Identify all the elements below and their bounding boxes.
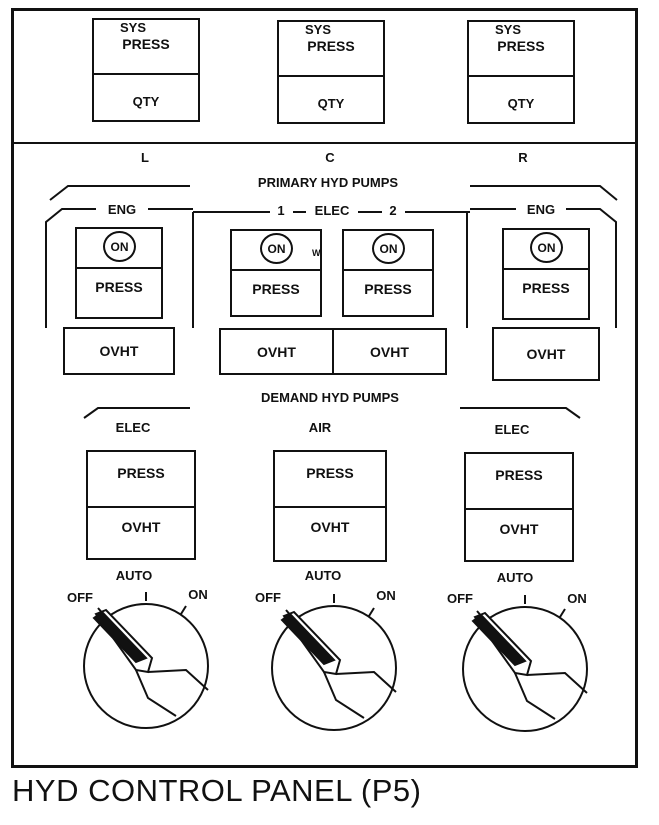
- eng-label-left: ENG: [107, 202, 137, 217]
- ovht-light: OVHT: [121, 519, 161, 535]
- on-indicator: ON: [260, 233, 293, 264]
- knob-center-on: ON: [376, 588, 396, 603]
- primary-bracket-lines: [45, 185, 618, 328]
- press-light: PRESS: [252, 281, 300, 297]
- primary-pumps-title: PRIMARY HYD PUMPS: [257, 175, 399, 190]
- elec-label-primary: ELEC: [314, 203, 350, 218]
- elec-number-1: 1: [277, 203, 285, 218]
- sys-press-label: PRESS: [307, 38, 355, 54]
- knob-left-off: OFF: [67, 590, 93, 605]
- panel-caption: HYD CONTROL PANEL (P5): [12, 773, 422, 808]
- ovht-light-elec-1: OVHT: [219, 328, 334, 375]
- on-indicator: ON: [530, 232, 563, 263]
- sys-indicator-right: SYS PRESS QTY: [467, 20, 575, 124]
- selector-knob-center[interactable]: [264, 590, 404, 731]
- selector-knob-left[interactable]: [76, 588, 216, 729]
- demand-pump-center-lights: PRESS OVHT: [273, 450, 387, 562]
- elec-pump-2-switch[interactable]: ON PRESS: [342, 229, 434, 317]
- ovht-light: OVHT: [310, 519, 350, 535]
- eng-pump-left-switch[interactable]: ON PRESS: [75, 227, 163, 319]
- sys-qty-label: QTY: [317, 96, 345, 111]
- on-indicator: ON: [372, 233, 405, 264]
- w-mark: W: [312, 248, 321, 258]
- ovht-light-eng-left: OVHT: [63, 327, 175, 375]
- sys-indicator-center: SYS PRESS QTY: [277, 20, 385, 124]
- press-light: PRESS: [117, 465, 165, 481]
- sys-qty-label: QTY: [132, 94, 160, 109]
- press-light: PRESS: [522, 280, 570, 296]
- press-light: PRESS: [95, 279, 143, 295]
- knob-left-auto: AUTO: [115, 568, 153, 583]
- demand-type-center: AIR: [308, 420, 332, 435]
- sys-press-label: PRESS: [122, 36, 170, 52]
- demand-pump-right-lights: PRESS OVHT: [464, 452, 574, 562]
- knob-center-auto: AUTO: [304, 568, 342, 583]
- elec-number-2: 2: [389, 203, 397, 218]
- eng-label-right: ENG: [526, 202, 556, 217]
- elec-pump-1-switch[interactable]: ON PRESS: [230, 229, 322, 317]
- knob-center-off: OFF: [255, 590, 281, 605]
- sys-label: SYS: [305, 22, 332, 37]
- demand-pump-left-lights: PRESS OVHT: [86, 450, 196, 560]
- position-label-left: L: [141, 150, 149, 165]
- eng-pump-right-switch[interactable]: ON PRESS: [502, 228, 590, 320]
- on-indicator: ON: [103, 231, 136, 262]
- press-light: PRESS: [364, 281, 412, 297]
- sys-qty-label: QTY: [507, 96, 535, 111]
- knob-right-on: ON: [567, 591, 587, 606]
- sys-label: SYS: [120, 20, 147, 35]
- demand-pumps-title: DEMAND HYD PUMPS: [261, 390, 399, 405]
- sys-indicator-left: SYS PRESS QTY: [92, 18, 200, 122]
- ovht-light-eng-right: OVHT: [492, 327, 600, 381]
- demand-bracket-lines: [83, 407, 581, 419]
- knob-left-on: ON: [188, 587, 208, 602]
- demand-type-left: ELEC: [115, 420, 151, 435]
- panel-divider: [11, 142, 638, 144]
- knob-right-auto: AUTO: [496, 570, 534, 585]
- sys-press-label: PRESS: [497, 38, 545, 54]
- sys-label: SYS: [495, 22, 522, 37]
- press-light: PRESS: [306, 465, 354, 481]
- position-label-right: R: [518, 150, 528, 165]
- ovht-light-elec-2: OVHT: [332, 328, 447, 375]
- selector-knob-right[interactable]: [455, 591, 595, 732]
- press-light: PRESS: [495, 467, 543, 483]
- knob-right-off: OFF: [447, 591, 473, 606]
- demand-type-right: ELEC: [494, 422, 530, 437]
- ovht-light: OVHT: [499, 521, 539, 537]
- position-label-center: C: [325, 150, 335, 165]
